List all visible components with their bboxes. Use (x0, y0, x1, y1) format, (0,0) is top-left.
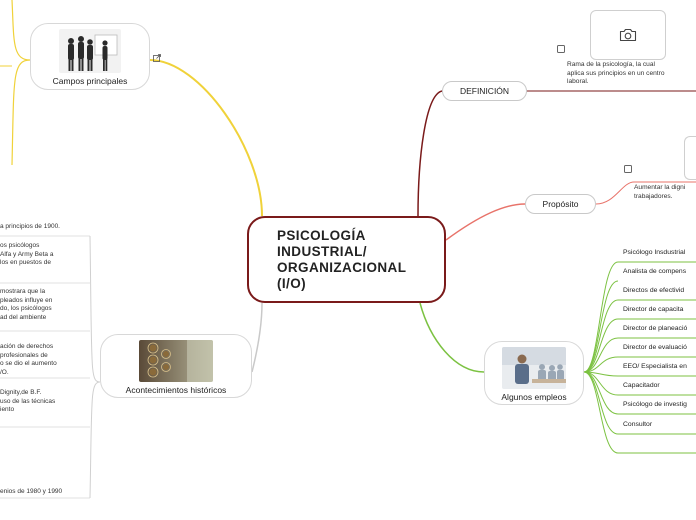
node-proposito[interactable]: Propósito (525, 194, 596, 214)
job-item[interactable]: EEO/ Especialista en (623, 363, 687, 370)
clocks-image (139, 340, 213, 382)
history-note: a principios de 1900. (0, 223, 60, 230)
acontecimientos-label: Acontecimientos históricos (125, 385, 227, 395)
definicion-label: DEFINICIÓN (459, 86, 510, 96)
history-note: os psicólogos Alfa y Army Beta a los en … (0, 242, 54, 266)
definicion-note: Rama de la psicología, la cual aplica su… (567, 61, 665, 85)
node-definicion[interactable]: DEFINICIÓN (442, 81, 527, 101)
node-algunos-empleos[interactable]: Algunos empleos (484, 341, 584, 405)
connector-proposito (445, 203, 526, 241)
image-placeholder[interactable] (590, 10, 666, 60)
connector-jobs (583, 261, 696, 454)
checkbox-icon[interactable] (624, 165, 632, 173)
job-item[interactable]: Capacitador (623, 382, 660, 389)
history-note: Dignity,de B.F. uso de las técnicas ient… (0, 389, 56, 413)
history-note: ación de derechos profesionales de o se … (0, 343, 57, 376)
checkbox-icon[interactable] (557, 45, 565, 53)
history-note: enios de 1980 y 1990 (0, 488, 63, 495)
connector-acontecimientos (251, 302, 263, 373)
job-item[interactable]: Psicólogo Insdustrial (623, 249, 686, 256)
office-people-image (59, 29, 121, 73)
proposito-label: Propósito (542, 199, 579, 209)
connector-campos-children (11, 0, 31, 166)
job-item[interactable]: Consultor (623, 421, 653, 428)
job-item[interactable]: Psicólogo de investig (623, 401, 687, 408)
external-link-icon[interactable] (153, 54, 161, 62)
job-item[interactable]: Director de capacita (623, 306, 684, 313)
job-item[interactable]: Director de evaluació (623, 344, 687, 351)
connector-empleos (419, 302, 485, 373)
camera-icon (619, 28, 637, 42)
node-campos-principales[interactable]: Campos principales (30, 23, 150, 90)
proposito-note: Aumentar la digni trabajadores. (634, 184, 686, 200)
central-topic-title: PSICOLOGÍA INDUSTRIAL/ ORGANIZACIONAL (I… (277, 227, 407, 291)
campos-label: Campos principales (52, 76, 128, 86)
job-item[interactable]: Analista de compens (623, 268, 687, 275)
empleos-label: Algunos empleos (501, 392, 567, 402)
connector-history (89, 235, 101, 499)
connector-definicion (417, 90, 443, 217)
job-item[interactable]: Director de planeació (623, 325, 688, 332)
job-item[interactable]: Directos de efectivid (623, 287, 685, 294)
node-acontecimientos-historicos[interactable]: Acontecimientos históricos (100, 334, 252, 398)
office-meeting-image (502, 347, 566, 389)
connector-campos (149, 59, 263, 217)
central-topic[interactable]: PSICOLOGÍA INDUSTRIAL/ ORGANIZACIONAL (I… (247, 216, 446, 303)
image-placeholder[interactable] (684, 136, 696, 180)
history-note: mostrara que la pleados influye en do, l… (0, 288, 53, 321)
